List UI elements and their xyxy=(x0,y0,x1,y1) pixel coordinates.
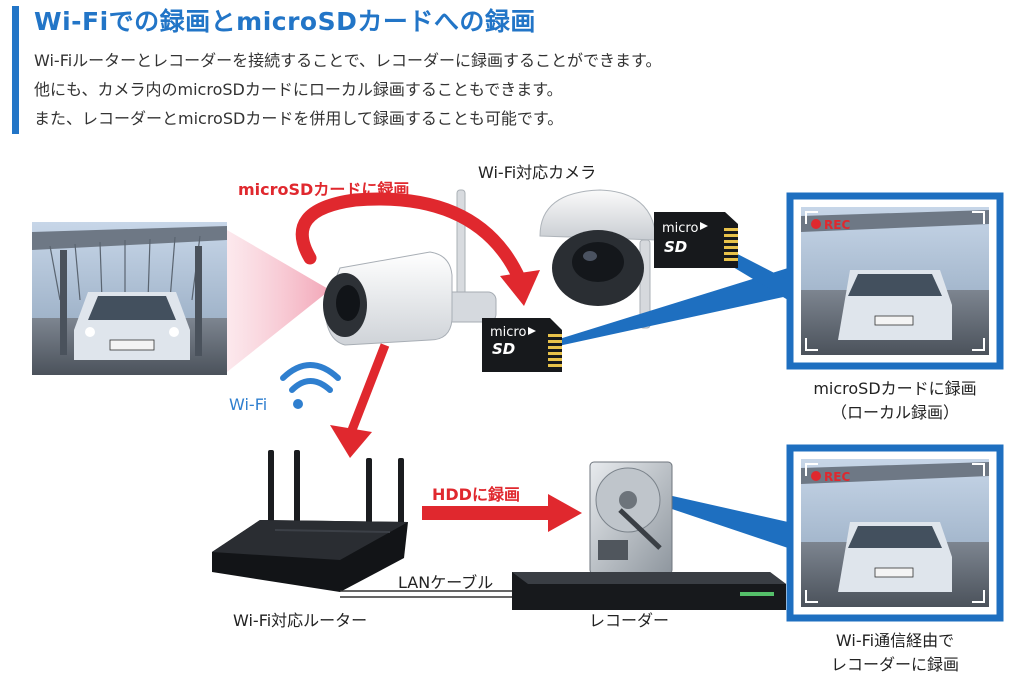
wifi-transmit-arrow xyxy=(330,343,390,458)
description-line-1: Wi-Fiルーターとレコーダーを接続することで、レコーダーに録画することができま… xyxy=(34,51,662,70)
lan-cable xyxy=(340,590,540,598)
link-beam-recorder xyxy=(660,495,788,548)
description-line-3: また、レコーダーとmicroSDカードを併用して録画することも可能です。 xyxy=(34,109,564,128)
router-label: Wi-Fi対応ルーター xyxy=(233,611,368,630)
microsd-card-1: micro SD xyxy=(482,318,562,372)
local-record-caption-line-2: （ローカル録画） xyxy=(830,403,959,422)
title-accent-bar xyxy=(12,6,19,134)
description-line-2: 他にも、カメラ内のmicroSDカードにローカル録画することもできます。 xyxy=(34,80,563,99)
link-beam-sd-bottom xyxy=(540,268,788,350)
wifi-icon xyxy=(280,362,341,409)
microsd-1-micro-text: micro xyxy=(490,325,526,340)
microsd-2-micro-text: micro xyxy=(662,221,698,236)
wifi-label: Wi-Fi xyxy=(229,395,268,414)
carport-scene-photo xyxy=(32,222,227,375)
camera-label: Wi-Fi対応カメラ xyxy=(478,163,597,182)
recorder-record-caption-line-2: レコーダーに録画 xyxy=(830,655,959,674)
hdd-record-label: HDDに録画 xyxy=(432,485,520,504)
page-title: Wi-Fiでの録画とmicroSDカードへの録画 xyxy=(34,7,536,36)
recorder-label: レコーダー xyxy=(589,611,670,630)
microsd-1-sd-text: SD xyxy=(492,340,515,358)
sd-record-label: microSDカードに録画 xyxy=(238,180,410,199)
hdd-record-arrow xyxy=(422,494,582,532)
camera-view-cone xyxy=(227,230,330,372)
dome-camera xyxy=(539,189,657,329)
description: Wi-Fiルーターとレコーダーを接続することで、レコーダーに録画することができま… xyxy=(34,46,661,133)
recorder-record-caption-line-1: Wi-Fi通信経由で xyxy=(835,631,955,650)
sd-record-arrow xyxy=(295,192,540,306)
bullet-camera xyxy=(323,189,497,346)
rec-badge-2: REC xyxy=(824,470,850,484)
wifi-router xyxy=(212,450,408,592)
rec-badge-1: REC xyxy=(824,218,850,232)
rec-screen-recorder: REC xyxy=(786,444,1004,622)
hard-drive xyxy=(589,461,673,575)
local-record-caption-line-1: microSDカードに録画 xyxy=(813,379,977,398)
recorder-record-caption: Wi-Fi通信経由で レコーダーに録画 xyxy=(790,627,1000,675)
rec-screen-local: REC xyxy=(786,192,1004,370)
local-record-caption: microSDカードに録画 （ローカル録画） xyxy=(790,375,1000,423)
lan-cable-label: LANケーブル xyxy=(398,573,494,592)
microsd-2-sd-text: SD xyxy=(664,238,687,256)
recorder-device xyxy=(512,572,786,610)
microsd-card-2: micro SD xyxy=(654,212,738,268)
